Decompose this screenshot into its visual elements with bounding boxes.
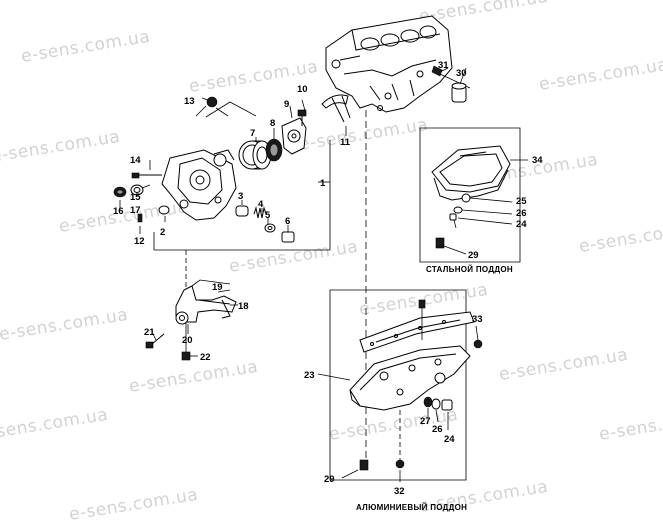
- pump-bolt: [131, 172, 162, 179]
- watermark: e-sens.com.ua: [128, 357, 260, 397]
- part-number-30: 30: [456, 68, 467, 79]
- watermark: e-sens.com.ua: [20, 27, 152, 67]
- part-number-2: 2: [160, 227, 165, 238]
- watermark: e-sens.com.ua: [538, 55, 663, 95]
- part-number-26-steel: 26: [516, 208, 527, 219]
- part-number-17: 17: [130, 205, 141, 216]
- aluminum-oil-pan-group: [329, 289, 483, 481]
- part-number-27: 27: [420, 416, 431, 427]
- part-number-13: 13: [184, 96, 195, 107]
- part-number-3: 3: [238, 191, 243, 202]
- assembly-bracket-1: [153, 101, 331, 251]
- pump-pin: [137, 213, 143, 223]
- part-labels: 1 2 3 4 5 6 7 8 9 10 11 12 13 14 15 16 1…: [113, 60, 543, 497]
- front-seal-bracket: [321, 94, 351, 123]
- oil-strainer: [175, 250, 237, 325]
- part-number-14: 14: [130, 155, 141, 166]
- watermark: e-sens.com.ua: [298, 115, 430, 155]
- part-number-9: 9: [284, 99, 289, 110]
- part-number-34: 34: [532, 155, 543, 166]
- leader-lines: [119, 67, 528, 482]
- steel-oil-pan-group: [419, 127, 521, 263]
- cover-screw: [297, 99, 307, 126]
- part-number-15: 15: [130, 192, 141, 203]
- watermark: e-sens.com.ua: [598, 405, 663, 445]
- part-number-24-aluminum: 24: [444, 434, 455, 445]
- strainer-bolt: [145, 333, 165, 349]
- part-number-7: 7: [250, 128, 255, 139]
- oil-filler-plug: [195, 96, 229, 117]
- watermark: e-sens.com.ua: [0, 127, 122, 167]
- watermark: e-sens.com.ua: [0, 305, 130, 345]
- oil-pump-housing: [161, 149, 237, 221]
- part-number-10: 10: [297, 84, 308, 95]
- relief-valve-plunger: [235, 205, 249, 217]
- aluminum-pan-caption: АЛЮМИНИЕВЫЙ ПОДДОН: [356, 503, 467, 512]
- watermark: e-sens.com.ua: [58, 197, 190, 237]
- part-number-6: 6: [285, 216, 290, 227]
- part-number-29-aluminum: 29: [324, 474, 335, 485]
- engine-block: [325, 15, 453, 113]
- part-number-23: 23: [304, 370, 315, 381]
- part-number-21: 21: [144, 327, 155, 338]
- relief-valve-cap: [113, 186, 127, 198]
- pump-cover: [281, 117, 307, 155]
- watermark: e-sens.com.ua: [498, 345, 630, 385]
- part-number-4: 4: [258, 199, 264, 210]
- crank-seal: [238, 140, 272, 170]
- relief-spring: [253, 206, 267, 219]
- part-number-22: 22: [200, 352, 211, 363]
- watermark: e-sens.com.ua: [68, 485, 200, 525]
- part-number-11: 11: [340, 137, 351, 148]
- watermark: e-sens.com.ua: [228, 237, 360, 277]
- watermark: e-sens.com.ua: [578, 217, 663, 257]
- part-number-24-steel: 24: [516, 219, 527, 230]
- part-number-32: 32: [394, 486, 405, 497]
- part-number-16: 16: [113, 206, 124, 217]
- part-number-18: 18: [238, 301, 249, 312]
- pump-dowel: [158, 205, 170, 215]
- relief-washer: [264, 223, 276, 233]
- part-number-33: 33: [472, 314, 483, 325]
- watermark: e-sens.com.ua: [0, 405, 110, 445]
- part-number-12: 12: [134, 236, 145, 247]
- relief-plug: [281, 231, 295, 243]
- part-number-8: 8: [270, 118, 275, 129]
- part-number-25: 25: [516, 196, 527, 207]
- part-number-20: 20: [182, 335, 193, 346]
- oil-pressure-sender: [431, 65, 471, 103]
- part-number-31: 31: [438, 60, 449, 71]
- pump-gear: [265, 138, 283, 162]
- part-number-26-aluminum: 26: [432, 424, 443, 435]
- steel-pan-caption: СТАЛЬНОЙ ПОДДОН: [426, 265, 513, 274]
- part-number-29-steel: 29: [468, 250, 479, 261]
- relief-valve-spring: [130, 184, 144, 196]
- part-number-5: 5: [265, 210, 271, 221]
- part-number-19: 19: [212, 282, 223, 293]
- part-number-1: 1: [320, 178, 326, 189]
